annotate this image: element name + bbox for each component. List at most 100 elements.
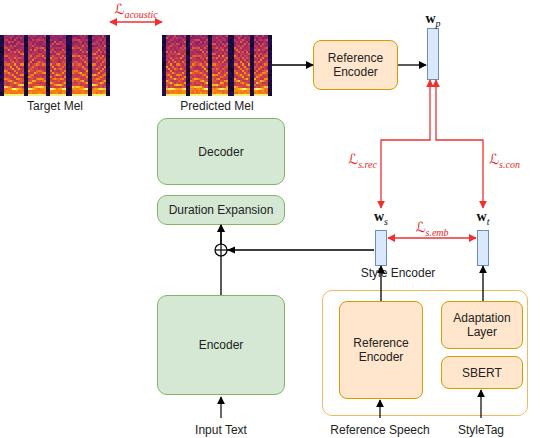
spectrogram-cell <box>10 39 12 41</box>
spectrogram-cell <box>30 94 32 96</box>
spectrogram-cell <box>164 55 166 57</box>
spectrogram-cell <box>166 84 168 86</box>
spectrogram-cell <box>28 61 30 63</box>
spectrogram-cell <box>70 45 72 47</box>
spectrogram-cell <box>12 92 14 94</box>
spectrogram-cell <box>46 78 48 80</box>
spectrogram-cell <box>162 47 164 49</box>
spectrogram-cell <box>6 43 8 45</box>
spectrogram-cell <box>26 43 28 45</box>
spectrogram-cell <box>102 53 104 55</box>
spectrogram-cell <box>40 51 42 53</box>
spectrogram-cell <box>24 63 26 65</box>
spectrogram-cell <box>96 68 98 70</box>
spectrogram-cell <box>90 72 92 74</box>
spectrogram-cell <box>8 47 10 49</box>
spectrogram-cell <box>18 74 20 76</box>
spectrogram-cell <box>98 49 100 51</box>
spectrogram-cell <box>22 70 24 72</box>
spectrogram-cell <box>170 39 172 41</box>
spectrogram-cell <box>180 94 182 96</box>
spectrogram-cell <box>14 74 16 76</box>
spectrogram-cell <box>96 45 98 47</box>
spectrogram-cell <box>22 41 24 43</box>
spectrogram-cell <box>18 41 20 43</box>
spectrogram-cell <box>76 43 78 45</box>
spectrogram-cell <box>16 63 18 65</box>
spectrogram-cell <box>40 45 42 47</box>
spectrogram-cell <box>32 66 34 68</box>
spectrogram-cell <box>82 63 84 65</box>
spectrogram-cell <box>106 63 108 65</box>
spectrogram-cell <box>28 90 30 92</box>
spectrogram-cell <box>2 76 4 78</box>
spectrogram-cell <box>42 74 44 76</box>
spectrogram-cell <box>44 45 46 47</box>
spectrogram-cell <box>68 78 70 80</box>
spectrogram-cell <box>104 84 106 86</box>
spectrogram-cell <box>176 45 178 47</box>
spectrogram-cell <box>32 53 34 55</box>
spectrogram-cell <box>44 61 46 63</box>
spectrogram-cell <box>0 76 2 78</box>
spectrogram-cell <box>0 43 2 45</box>
spectrogram-cell <box>96 51 98 53</box>
spectrogram-cell <box>80 53 82 55</box>
spectrogram-cell <box>8 76 10 78</box>
spectrogram-cell <box>14 43 16 45</box>
spectrogram-cell <box>2 63 4 65</box>
spectrogram-cell <box>168 84 170 86</box>
spectrogram-cell <box>164 82 166 84</box>
spectrogram-cell <box>180 72 182 74</box>
spectrogram-cell <box>178 35 180 37</box>
spectrogram-cell <box>82 51 84 53</box>
spectrogram-cell <box>66 47 68 49</box>
spectrogram-cell <box>178 76 180 78</box>
spectrogram-cell <box>180 43 182 45</box>
spectrogram-cell <box>70 86 72 88</box>
spectrogram-cell <box>168 76 170 78</box>
spectrogram-cell <box>72 88 74 90</box>
spectrogram-cell <box>48 68 50 70</box>
spectrogram-cell <box>22 61 24 63</box>
spectrogram-cell <box>180 45 182 47</box>
spectrogram-cell <box>70 41 72 43</box>
spectrogram-cell <box>32 41 34 43</box>
spectrogram-cell <box>32 84 34 86</box>
spectrogram-cell <box>102 63 104 65</box>
spectrogram-cell <box>30 35 32 37</box>
spectrogram-cell <box>82 55 84 57</box>
spectrogram-cell <box>30 74 32 76</box>
spectrogram-cell <box>24 90 26 92</box>
spectrogram-cell <box>100 59 102 61</box>
spectrogram-cell <box>40 94 42 96</box>
spectrogram-cell <box>0 51 2 53</box>
spectrogram-cell <box>20 70 22 72</box>
spectrogram-cell <box>32 47 34 49</box>
spectrogram-cell <box>66 76 68 78</box>
spectrogram-cell <box>24 61 26 63</box>
spectrogram-cell <box>162 74 164 76</box>
spectrogram-cell <box>14 84 16 86</box>
spectrogram-cell <box>100 53 102 55</box>
spectrogram-cell <box>166 78 168 80</box>
spectrogram-cell <box>64 90 66 92</box>
spectrogram-cell <box>164 72 166 74</box>
spectrogram-cell <box>34 35 36 37</box>
spectrogram-cell <box>16 49 18 51</box>
spectrogram-cell <box>52 92 54 94</box>
spectrogram-cell <box>6 82 8 84</box>
spectrogram-cell <box>68 41 70 43</box>
spectrogram-cell <box>10 55 12 57</box>
spectrogram-cell <box>48 37 50 39</box>
spectrogram-cell <box>56 39 58 41</box>
spectrogram-cell <box>0 92 2 94</box>
spectrogram-cell <box>64 45 66 47</box>
spectrogram-cell <box>164 41 166 43</box>
spectrogram-cell <box>164 94 166 96</box>
spectrogram-cell <box>38 92 40 94</box>
spectrogram-cell <box>56 37 58 39</box>
spectrogram-cell <box>76 86 78 88</box>
spectrogram-cell <box>58 88 60 90</box>
spectrogram-cell <box>62 41 64 43</box>
